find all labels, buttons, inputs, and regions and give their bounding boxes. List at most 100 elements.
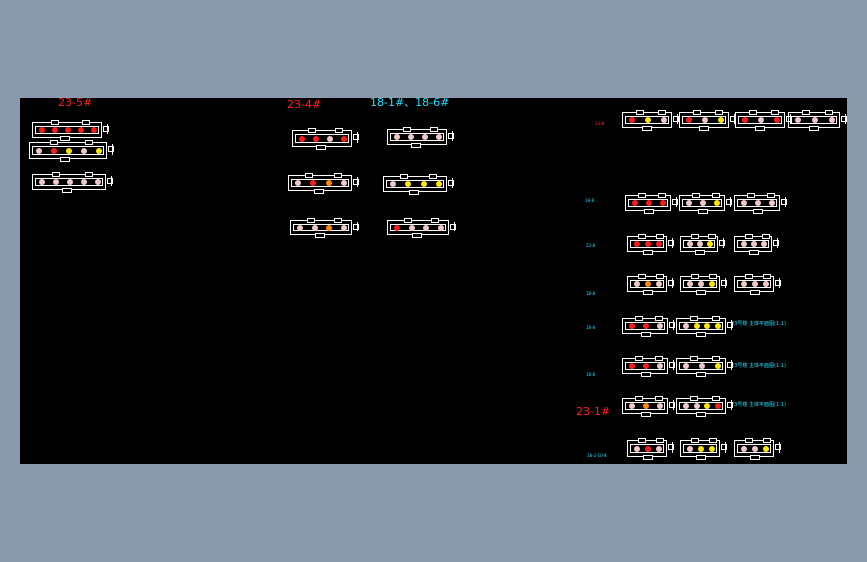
floor-plan-thumbnail [292,128,359,150]
floor-plan-thumbnail [29,140,114,162]
plan-axis-tag [107,144,114,155]
floor-plan-thumbnail [680,438,727,460]
plan-axis-tag [447,178,454,188]
plan-unit-marker [438,224,444,231]
plan-unit-marker [78,127,84,133]
plan-unit-marker [341,180,347,186]
plan-stair-tab [691,193,700,198]
plan-unit-marker [687,281,693,287]
plan-entrance [696,412,707,417]
plan-stair-tab [746,193,755,198]
floor-plan-thumbnail [622,396,675,417]
floor-plan-thumbnail [627,234,674,255]
plan-axis-tag [726,360,733,370]
plan-stair-tab [634,356,643,361]
plan-inner-outline [295,134,349,143]
plan-unit-marker [702,117,708,123]
plan-entrance [750,455,761,460]
plan-stair-tab [689,316,698,321]
plan-entrance [316,145,327,150]
plan-entrance [752,209,763,214]
plan-inner-outline [630,444,664,453]
plan-inner-outline [625,362,665,370]
note-2: 23号楼 主体平面图(1:1) [731,363,786,369]
plan-stair-tab [771,110,779,115]
plan-unit-marker [698,445,704,452]
plan-inner-outline [630,280,664,288]
plan-entrance [643,290,654,295]
plan-entrance [749,250,760,255]
plan-inner-outline [386,180,444,188]
label-23-4: 23-4# [287,98,322,111]
plan-unit-marker [645,445,651,452]
plan-stair-tab [712,316,720,321]
plan-stair-tab [334,218,343,223]
floor-plan-thumbnail [676,316,733,337]
plan-axis-tag [667,442,674,453]
plan-unit-marker [656,241,662,247]
plan-unit-marker [645,281,651,287]
plan-unit-marker [310,180,317,186]
plan-inner-outline [390,224,446,231]
plan-unit-marker [423,224,430,231]
plan-stair-tab [689,396,698,401]
plan-unit-marker [698,281,704,287]
plan-entrance [640,372,651,377]
plan-axis-tag [726,400,733,410]
plan-unit-marker [683,403,689,409]
note-3: 23号楼 主体平面图(1:1) [731,402,786,408]
plan-unit-marker [643,403,649,409]
plan-unit-marker [714,200,720,206]
plan-entrance [699,126,710,131]
floor-plan-thumbnail [387,127,454,148]
plan-stair-tab [715,110,723,115]
plan-axis-tag [667,238,674,248]
floor-plan-thumbnail [734,438,781,460]
plan-unit-marker [761,241,767,247]
plan-unit-marker [96,147,102,154]
floor-plan-thumbnail [735,110,792,131]
floor-plan-thumbnail [387,218,456,238]
plan-stair-tab [656,274,664,279]
plan-inner-outline [35,126,99,134]
plan-axis-tag [718,238,725,248]
drawing-canvas[interactable]: 23-5# 23-4# 18-1#、18-6# 23-1# 23-8 18-8 … [20,98,847,464]
plan-unit-marker [686,200,692,206]
plan-unit-marker [752,445,758,452]
plan-inner-outline [683,444,717,453]
plan-unit-marker [741,241,747,247]
plan-unit-marker [707,241,713,247]
plan-stair-tab [748,110,757,115]
plan-unit-marker [683,323,689,329]
plan-entrance [755,126,766,131]
floor-plan-thumbnail [676,396,733,417]
floor-plan-thumbnail [679,193,732,214]
floor-plan-thumbnail [290,218,359,238]
plan-stair-tab [634,316,643,321]
floor-plan-thumbnail [788,110,847,131]
plan-unit-marker [81,147,87,154]
plan-unit-marker [629,117,635,123]
plan-stair-tab [761,234,770,239]
plan-unit-marker [715,323,721,329]
plan-unit-marker [65,127,71,133]
label-23-1: 23-1# [576,405,611,418]
row-label-4: 18-8 [586,291,596,296]
plan-stair-tab [84,172,93,177]
plan-unit-marker [657,323,663,329]
plan-entrance [60,157,71,162]
floor-plan-thumbnail [734,234,779,255]
plan-unit-marker [704,403,711,409]
plan-unit-marker [52,127,58,133]
plan-entrance [408,190,419,195]
floor-plan-thumbnail [680,274,727,295]
plan-unit-marker [693,403,700,409]
plan-unit-marker [634,241,640,247]
plan-unit-marker [394,224,400,231]
plan-inner-outline [737,199,777,207]
plan-axis-tag [725,197,732,207]
plan-unit-marker [39,127,45,133]
floor-plan-thumbnail [622,316,675,337]
plan-unit-marker [408,224,415,231]
plan-unit-marker [686,117,692,123]
